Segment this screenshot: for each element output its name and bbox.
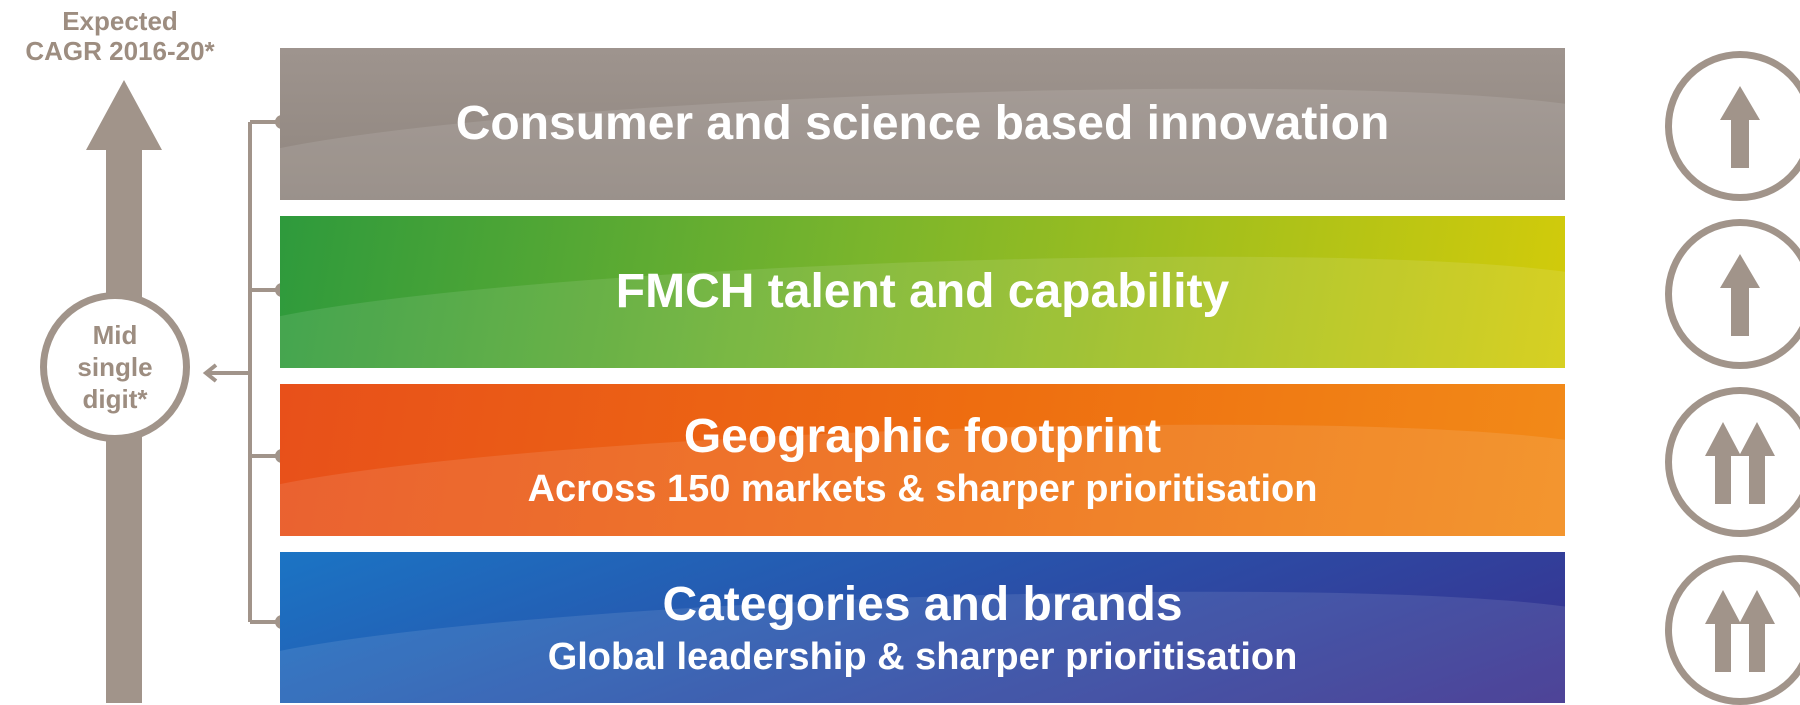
categories-bar: Categories and brands Global leadership … xyxy=(280,552,1565,703)
innovation-bar: Consumer and science based innovation xyxy=(280,48,1565,200)
double-up-arrow-icon xyxy=(1665,555,1800,705)
bar-subtitle: Across 150 markets & sharper prioritisat… xyxy=(527,468,1318,510)
bar-subtitle: Global leadership & sharper prioritisati… xyxy=(547,635,1298,678)
bar-title: Categories and brands xyxy=(662,577,1183,631)
growth-rate-circle: Mid single digit* xyxy=(40,292,190,442)
bar-title: Geographic footprint xyxy=(683,410,1162,463)
bracket-connector xyxy=(202,115,289,629)
bar-title: Consumer and science based innovation xyxy=(455,97,1390,150)
talent-bar: FMCH talent and capability xyxy=(280,216,1565,368)
cagr-label-line1: Expected xyxy=(62,6,178,36)
growth-rate-line3: digit* xyxy=(82,384,148,414)
double-up-arrow-icon xyxy=(1665,387,1800,537)
growth-rate-line1: Mid xyxy=(92,320,138,350)
cagr-label-line2: CAGR 2016-20* xyxy=(25,36,215,66)
single-up-arrow-icon xyxy=(1665,51,1800,201)
cagr-label: Expected CAGR 2016-20* xyxy=(0,6,240,66)
single-up-arrow-icon xyxy=(1665,219,1800,369)
footprint-bar: Geographic footprint Across 150 markets … xyxy=(280,384,1565,536)
growth-rate-line2: single xyxy=(77,352,153,382)
bar-title: FMCH talent and capability xyxy=(615,265,1230,318)
